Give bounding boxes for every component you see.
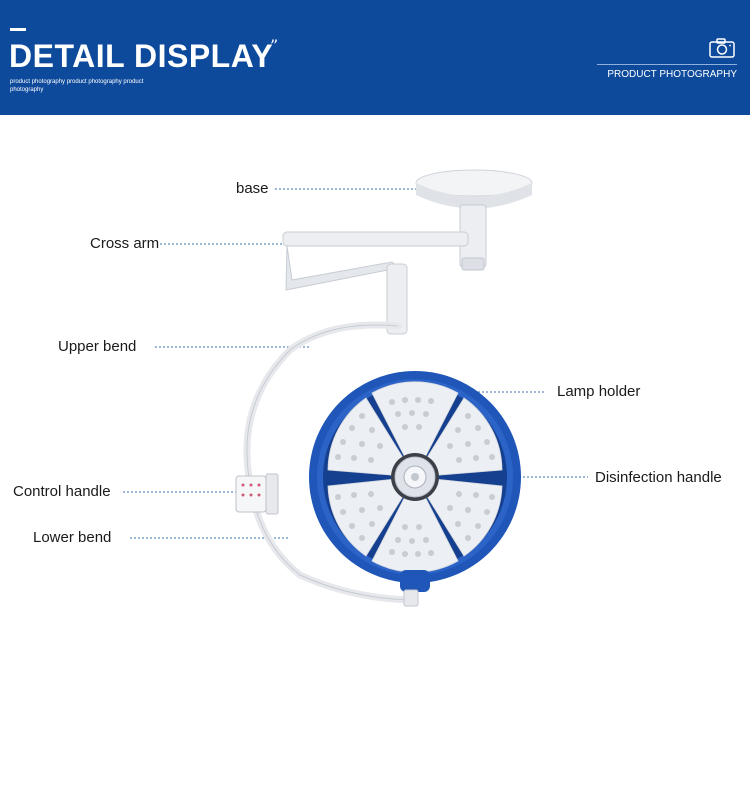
quote-mark: ”	[270, 36, 279, 55]
control-handle	[235, 473, 279, 515]
camera-icon	[709, 38, 735, 58]
lamp-head	[309, 371, 521, 607]
header-banner: DETAIL DISPLAY ” product photography pro…	[0, 0, 750, 115]
label-upper-bend: Upper bend	[58, 338, 137, 355]
label-disinfection-handle: Disinfection handle	[595, 469, 722, 486]
page-subtitle: product photography product photography …	[10, 79, 144, 93]
ceiling-base	[415, 169, 533, 271]
label-cross-arm: Cross arm	[90, 235, 160, 252]
cross-arm	[282, 231, 469, 335]
page-title: DETAIL DISPLAY	[9, 38, 274, 74]
label-lamp-holder: Lamp holder	[557, 383, 641, 400]
header-right-label: PRODUCT PHOTOGRAPHY	[607, 69, 737, 80]
label-base: base	[236, 180, 269, 197]
title-accent-dash	[10, 28, 26, 31]
header-divider	[597, 64, 737, 65]
surgical-lamp-illustration	[123, 169, 588, 607]
label-lower-bend: Lower bend	[33, 529, 112, 546]
label-control-handle: Control handle	[13, 483, 111, 500]
